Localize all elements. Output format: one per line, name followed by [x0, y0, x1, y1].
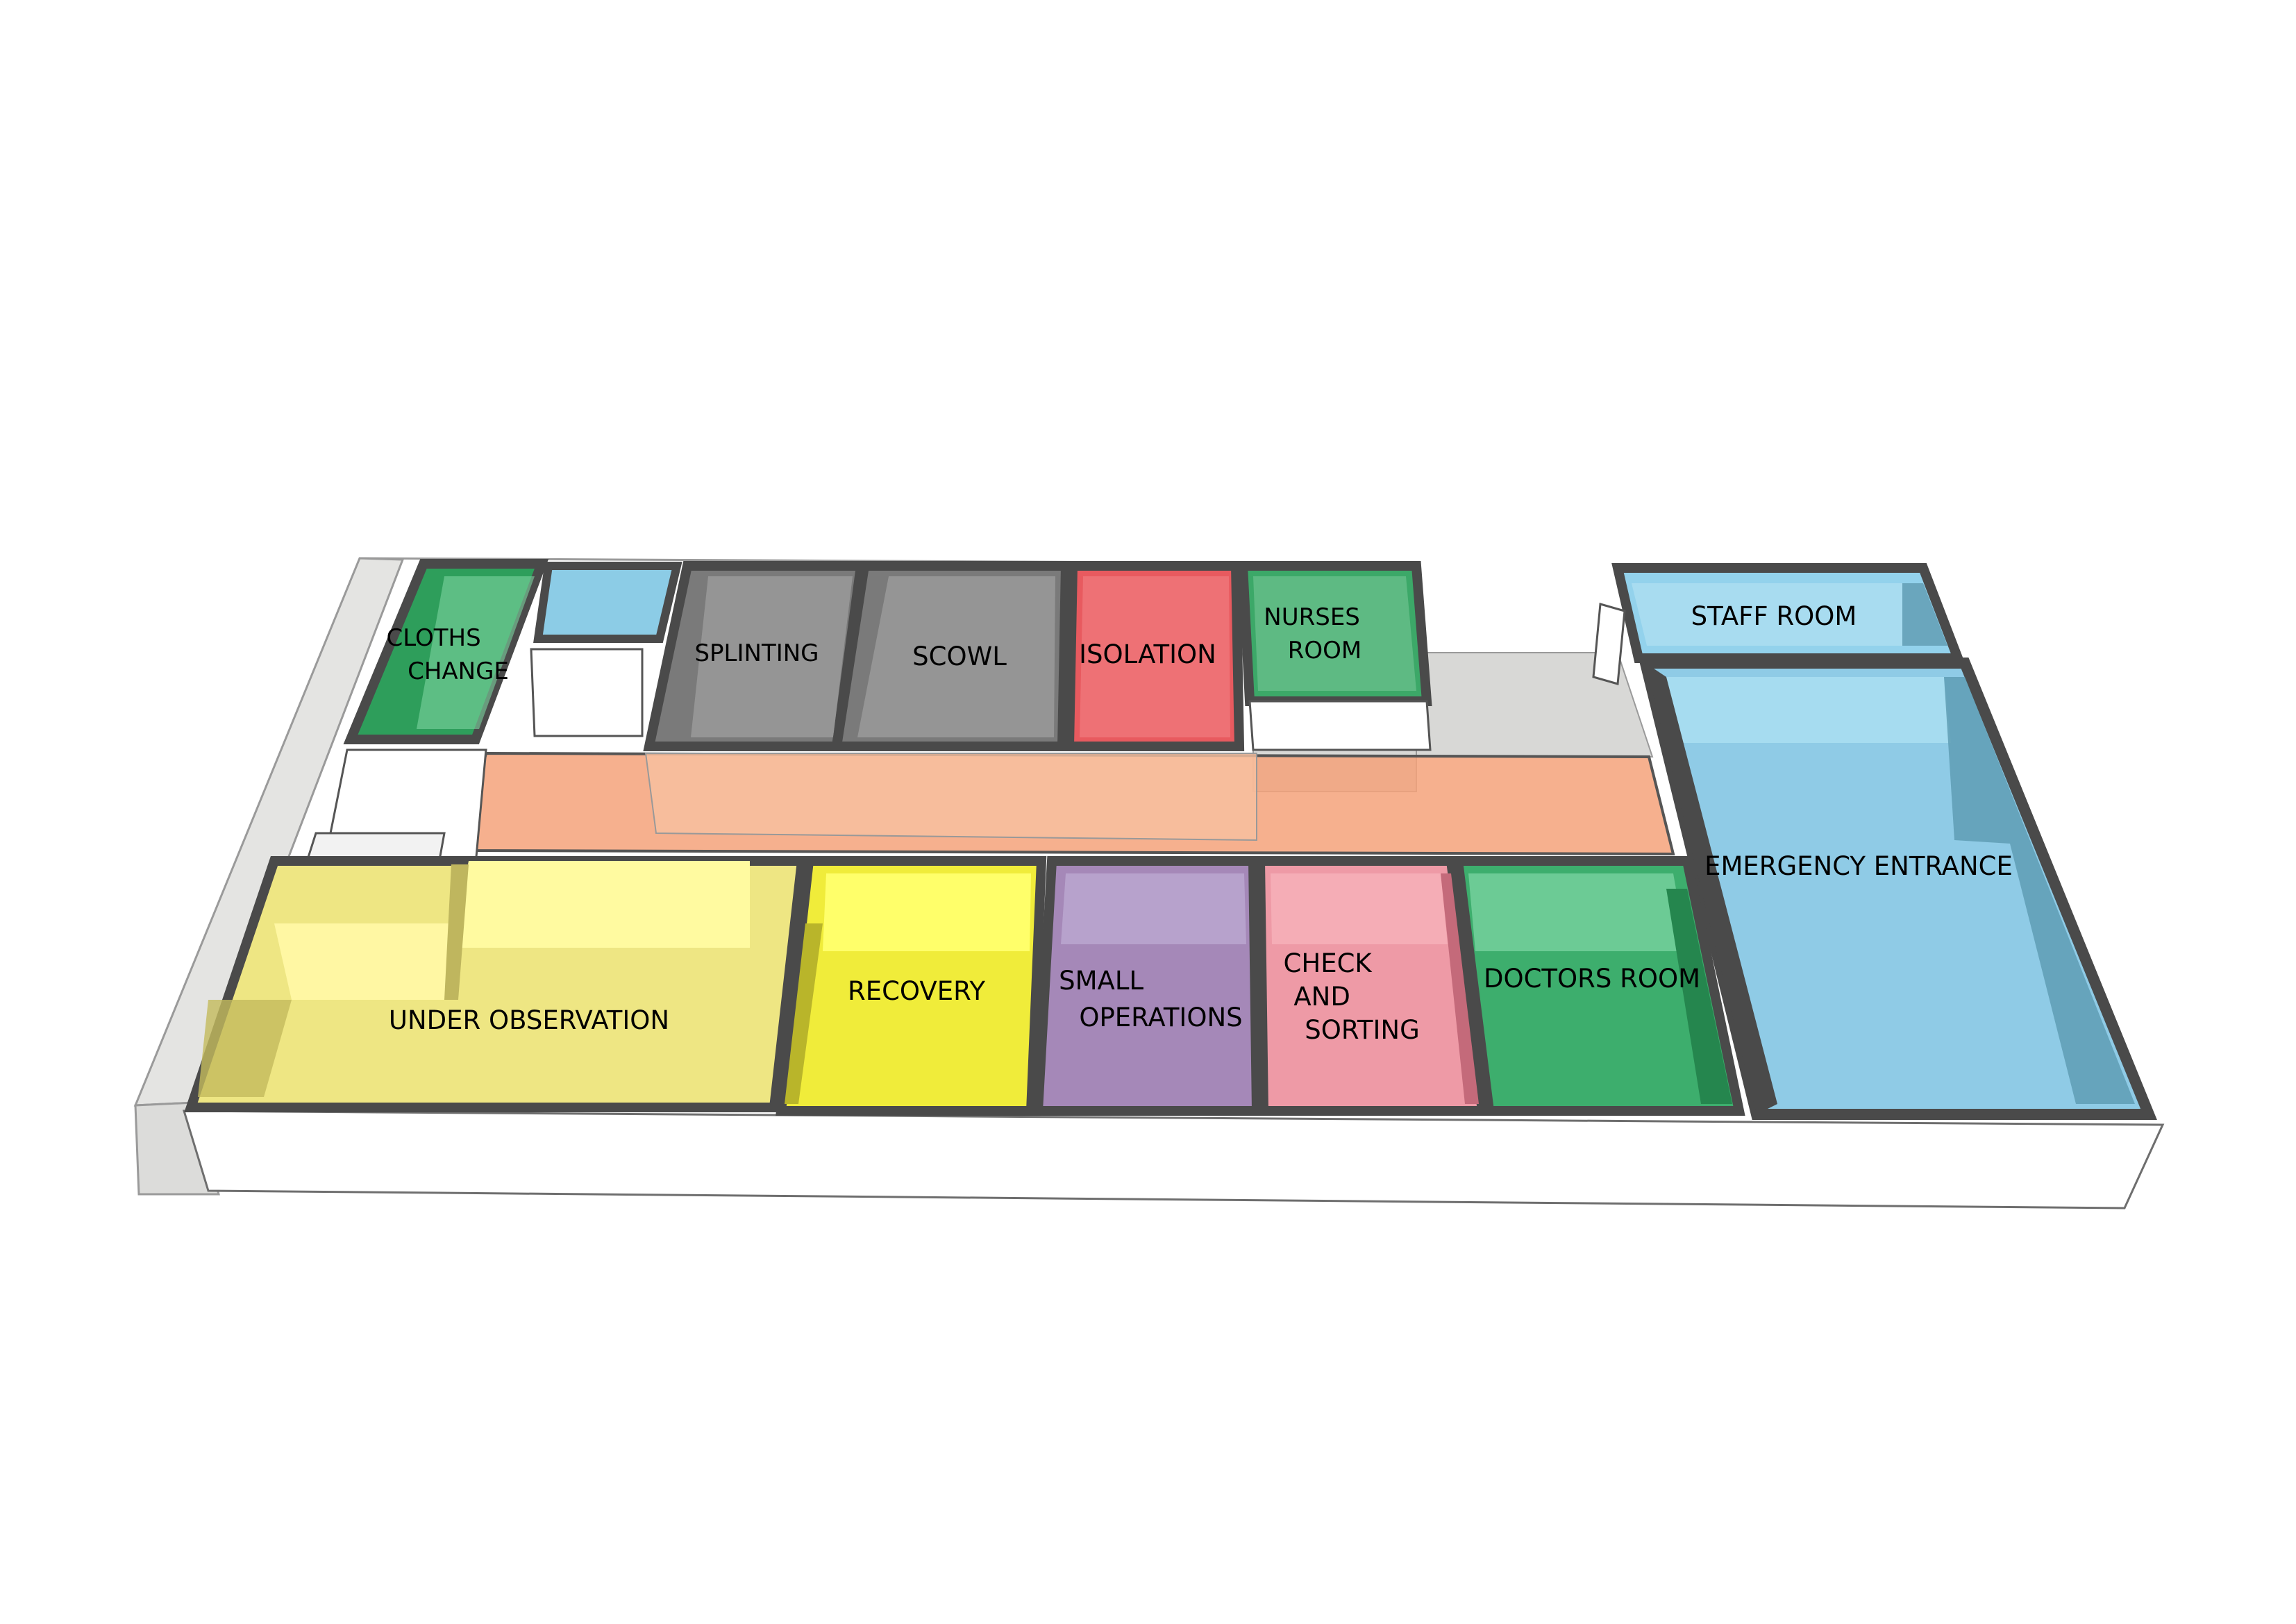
room-small-blue [533, 562, 682, 643]
label-check-and-sorting: CHECK AND SORTING [1284, 948, 1420, 1045]
label-nurses-room: NURSES ROOM [1264, 603, 1367, 664]
corridor [460, 751, 1675, 856]
room-cloths-change [343, 559, 549, 744]
room-emergency-entrance [1592, 603, 2157, 1120]
label-recovery: RECOVERY [848, 976, 985, 1006]
label-staff-room: STAFF ROOM [1691, 601, 1857, 631]
room-doctors-room [1452, 856, 1745, 1116]
room-staff-room [1611, 563, 1966, 663]
room-isolation [1064, 561, 1245, 751]
label-emergency-entrance: EMERGENCY ENTRANCE [1704, 851, 2013, 881]
label-under-observation: UNDER OBSERVATION [389, 1005, 669, 1035]
label-cloths-change: CLOTHS CHANGE [387, 624, 509, 685]
label-small-operations: SMALL OPERATIONS [1059, 966, 1242, 1032]
label-isolation: ISOLATION [1079, 639, 1216, 669]
label-splinting: SPLINTING [694, 639, 819, 667]
room-small-operations [1032, 856, 1262, 1116]
label-scowl: SCOWL [912, 642, 1007, 671]
room-check-and-sorting [1255, 856, 1488, 1116]
room-scowl [830, 561, 1071, 751]
room-recovery [776, 856, 1047, 1116]
room-nurses-room [1237, 561, 1432, 751]
room-labels: CLOTHS CHANGE SPLINTING SCOWL ISOLATION … [387, 601, 2013, 1045]
room-under-observation [184, 856, 807, 1112]
label-doctors-room: DOCTORS ROOM [1484, 964, 1700, 994]
